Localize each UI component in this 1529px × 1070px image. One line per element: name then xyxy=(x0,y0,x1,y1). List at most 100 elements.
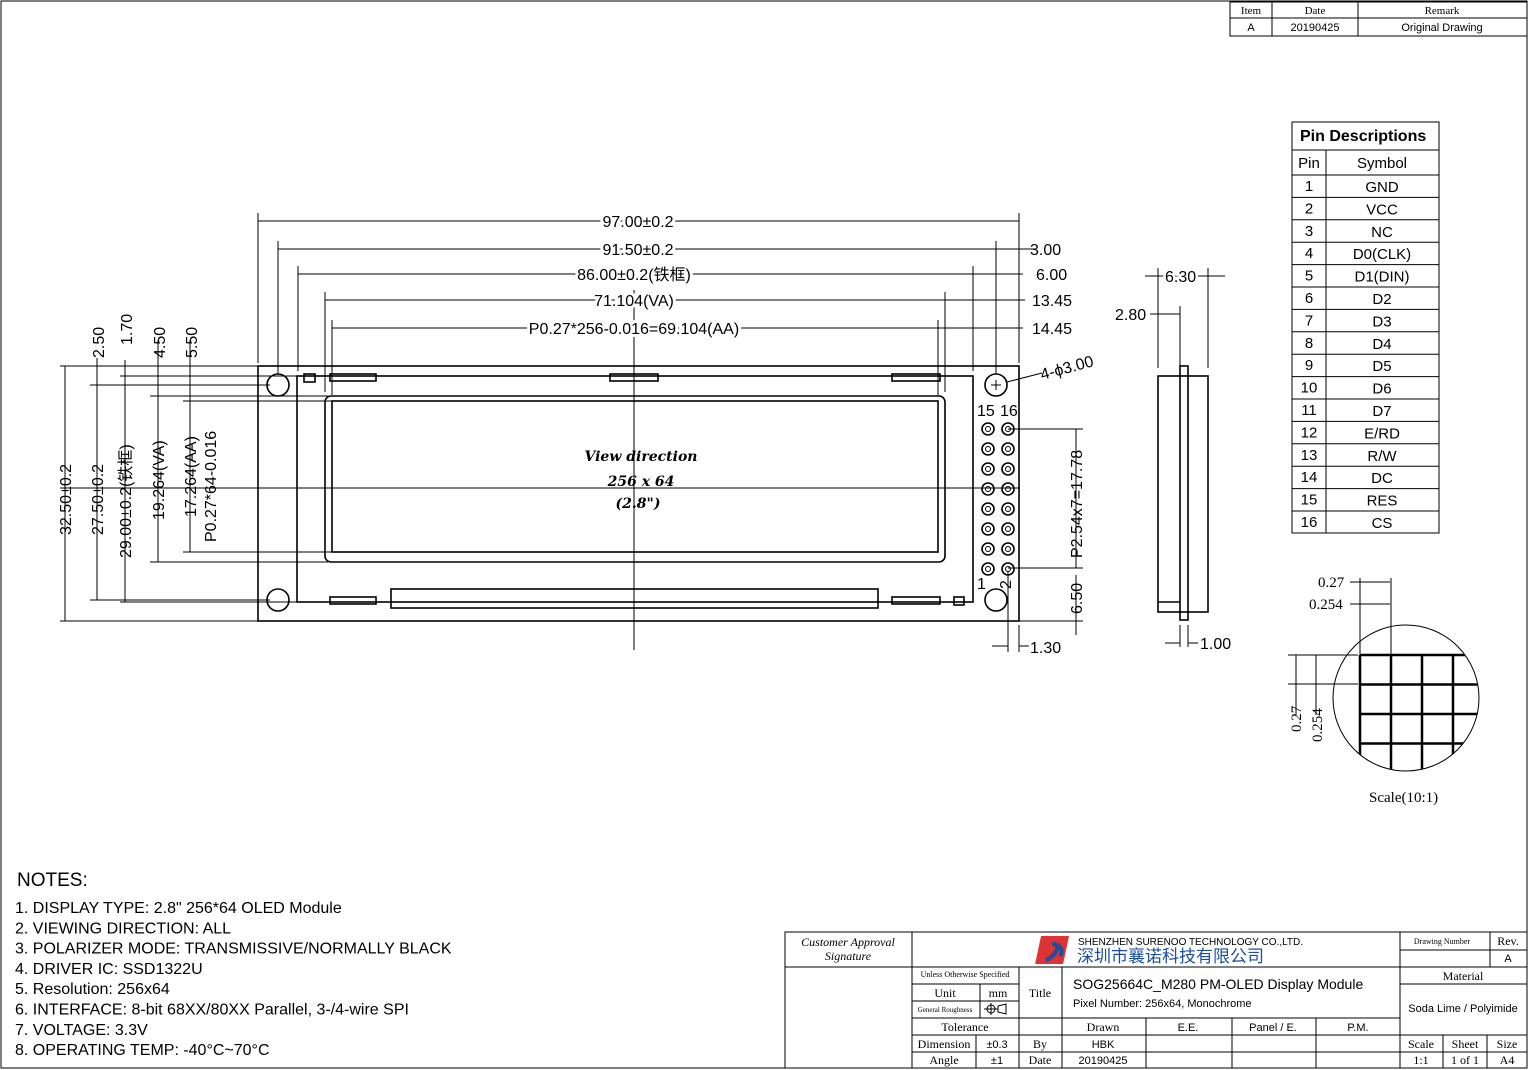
dim-width-holes: 91.50±0.2 xyxy=(602,242,673,259)
dim-height-outline: 32.50±0.2 xyxy=(58,464,75,535)
pin-symbol: NC xyxy=(1371,224,1393,241)
pixel-size-h: 0.254 xyxy=(1309,597,1343,613)
height-dimensions: 32.50±0.2 27.50±0.2 29.00±0.2(铁框) 19.264… xyxy=(58,314,333,622)
pin-number: 16 xyxy=(1301,514,1318,531)
material-label: Material xyxy=(1443,969,1484,983)
notes-title: NOTES: xyxy=(17,870,88,891)
date-value: 20190425 xyxy=(1079,1055,1128,1067)
dim-height-holes: 27.50±0.2 xyxy=(90,464,107,535)
mount-hole-icon xyxy=(266,373,290,397)
pin-symbol: D1(DIN) xyxy=(1355,269,1410,286)
angle-label: Angle xyxy=(929,1053,958,1067)
customer-approval-label: Customer Approval xyxy=(801,935,895,949)
rev-item: A xyxy=(1247,22,1255,34)
pin-number: 4 xyxy=(1305,245,1313,262)
note-item: 6. INTERFACE: 8-bit 68XX/80XX Parallel, … xyxy=(15,1002,409,1019)
pixel-pitch-v: 0.27 xyxy=(1289,705,1305,732)
pin-number: 7 xyxy=(1305,312,1313,329)
notes: NOTES: 1. DISPLAY TYPE: 2.8" 256*64 OLED… xyxy=(15,870,452,1059)
drawing-title: SOG25664C_M280 PM-OLED Display Module xyxy=(1073,976,1363,992)
date-label: Date xyxy=(1029,1053,1052,1067)
pin-pad-icon xyxy=(981,522,995,536)
pin-symbol: CS xyxy=(1372,515,1393,532)
dim-width-aa: P0.27*256-0.016=69.104(AA) xyxy=(529,321,739,338)
pin-pad-icon xyxy=(981,462,995,476)
pin-15-label: 15 xyxy=(977,403,995,420)
pin-pad-icon xyxy=(1001,542,1015,556)
company-logo xyxy=(1035,936,1070,964)
dim-height-va: 19.264(VA) xyxy=(151,440,168,520)
scale-value: 1:1 xyxy=(1413,1053,1428,1067)
pin-number: 6 xyxy=(1305,290,1313,307)
dim-2-80: 2.80 xyxy=(1115,307,1146,324)
note-item: 3. POLARIZER MODE: TRANSMISSIVE/NORMALLY… xyxy=(15,941,452,958)
pin-number: 10 xyxy=(1301,380,1318,397)
rev-date: 20190425 xyxy=(1291,22,1340,34)
pin-pad-icon xyxy=(981,562,995,576)
rev-header-date: Date xyxy=(1305,5,1326,17)
pm-label: P.M. xyxy=(1347,1022,1368,1034)
pin-symbol: D4 xyxy=(1372,336,1391,353)
panel-label: Panel / E. xyxy=(1249,1022,1297,1034)
pixel-pitch-h: 0.27 xyxy=(1318,575,1345,591)
dim-4-50: 4.50 xyxy=(152,327,169,358)
rev-label: Rev. xyxy=(1497,934,1519,948)
rev-value: A xyxy=(1504,953,1512,965)
rev-remark: Original Drawing xyxy=(1401,22,1482,34)
note-item: 8. OPERATING TEMP: -40°C~70°C xyxy=(15,1042,270,1059)
company-name-en: SHENZHEN SURENOO TECHNOLOGY CO.,LTD. xyxy=(1078,937,1303,948)
pin-number: 14 xyxy=(1301,469,1318,486)
company-name-cn: 深圳市襄诺科技有限公司 xyxy=(1077,946,1264,966)
pin-number: 9 xyxy=(1305,357,1313,374)
mount-hole-icon xyxy=(266,588,290,612)
dim-height-frame: 29.00±0.2(铁框) xyxy=(117,444,135,558)
dim-14-45: 14.45 xyxy=(1032,321,1072,338)
unless-specified: Unless Otherwise Specified xyxy=(921,970,1010,979)
dim-1-00: 1.00 xyxy=(1200,636,1231,653)
roughness-label: General Roughness xyxy=(918,1006,973,1014)
dim-3: 3.00 xyxy=(1030,242,1061,259)
dim-pin-pitch: P2.54x7=17.78 xyxy=(1069,450,1086,558)
pin-number: 5 xyxy=(1305,268,1313,285)
dim-6-50: 6.50 xyxy=(1069,583,1086,614)
resolution-label: 256 x 64 xyxy=(607,474,675,490)
pin-2-label: 2 xyxy=(998,580,1015,589)
pin-dimensions: P2.54x7=17.78 6.50 1.30 xyxy=(992,428,1086,657)
pin-pad-icon xyxy=(981,502,995,516)
pin-pad-icon xyxy=(981,442,995,456)
pin-number: 2 xyxy=(1305,200,1313,217)
dim-6-30: 6.30 xyxy=(1165,269,1196,286)
drawing-subtitle: Pixel Number: 256x64, Monochrome xyxy=(1073,998,1252,1010)
material-value: Soda Lime / Polyimide xyxy=(1408,1003,1517,1015)
dim-height-aa: 17.264(AA) xyxy=(183,436,200,517)
dimension-label: Dimension xyxy=(918,1037,971,1051)
pin-pad-icon xyxy=(981,542,995,556)
pin-number: 13 xyxy=(1301,447,1318,464)
pin-symbol: D0(CLK) xyxy=(1353,246,1411,263)
projection-symbol-icon xyxy=(984,1003,1007,1015)
dim-width-frame: 86.00±0.2(铁框) xyxy=(577,266,691,284)
pin-pad-icon xyxy=(1001,462,1015,476)
pin-header-symbol: Symbol xyxy=(1357,155,1407,172)
dim-hole-diameter: 4-ϕ3.00 xyxy=(1039,353,1096,384)
pin-pad-icon xyxy=(981,482,995,496)
pin-symbol: D6 xyxy=(1372,381,1391,398)
pin-1-label: 1 xyxy=(977,576,986,593)
pin-pad-icon xyxy=(1001,502,1015,516)
angle-tolerance: ±1 xyxy=(991,1055,1003,1067)
view-direction-label: View direction xyxy=(585,449,698,465)
note-item: 7. VOLTAGE: 3.3V xyxy=(15,1022,148,1039)
pin-symbol: D7 xyxy=(1372,403,1391,420)
pin-symbol: D5 xyxy=(1372,358,1391,375)
pin-number: 15 xyxy=(1301,492,1318,509)
unit-label: Unit xyxy=(934,986,956,1000)
tolerance-label: Tolerance xyxy=(941,1020,988,1034)
note-item: 5. Resolution: 256x64 xyxy=(15,981,170,998)
size-label: Size xyxy=(1497,1037,1518,1051)
pin-table-title: Pin Descriptions xyxy=(1300,128,1426,145)
dim-5-50: 5.50 xyxy=(184,327,201,358)
drawn-label: Drawn xyxy=(1087,1020,1120,1034)
